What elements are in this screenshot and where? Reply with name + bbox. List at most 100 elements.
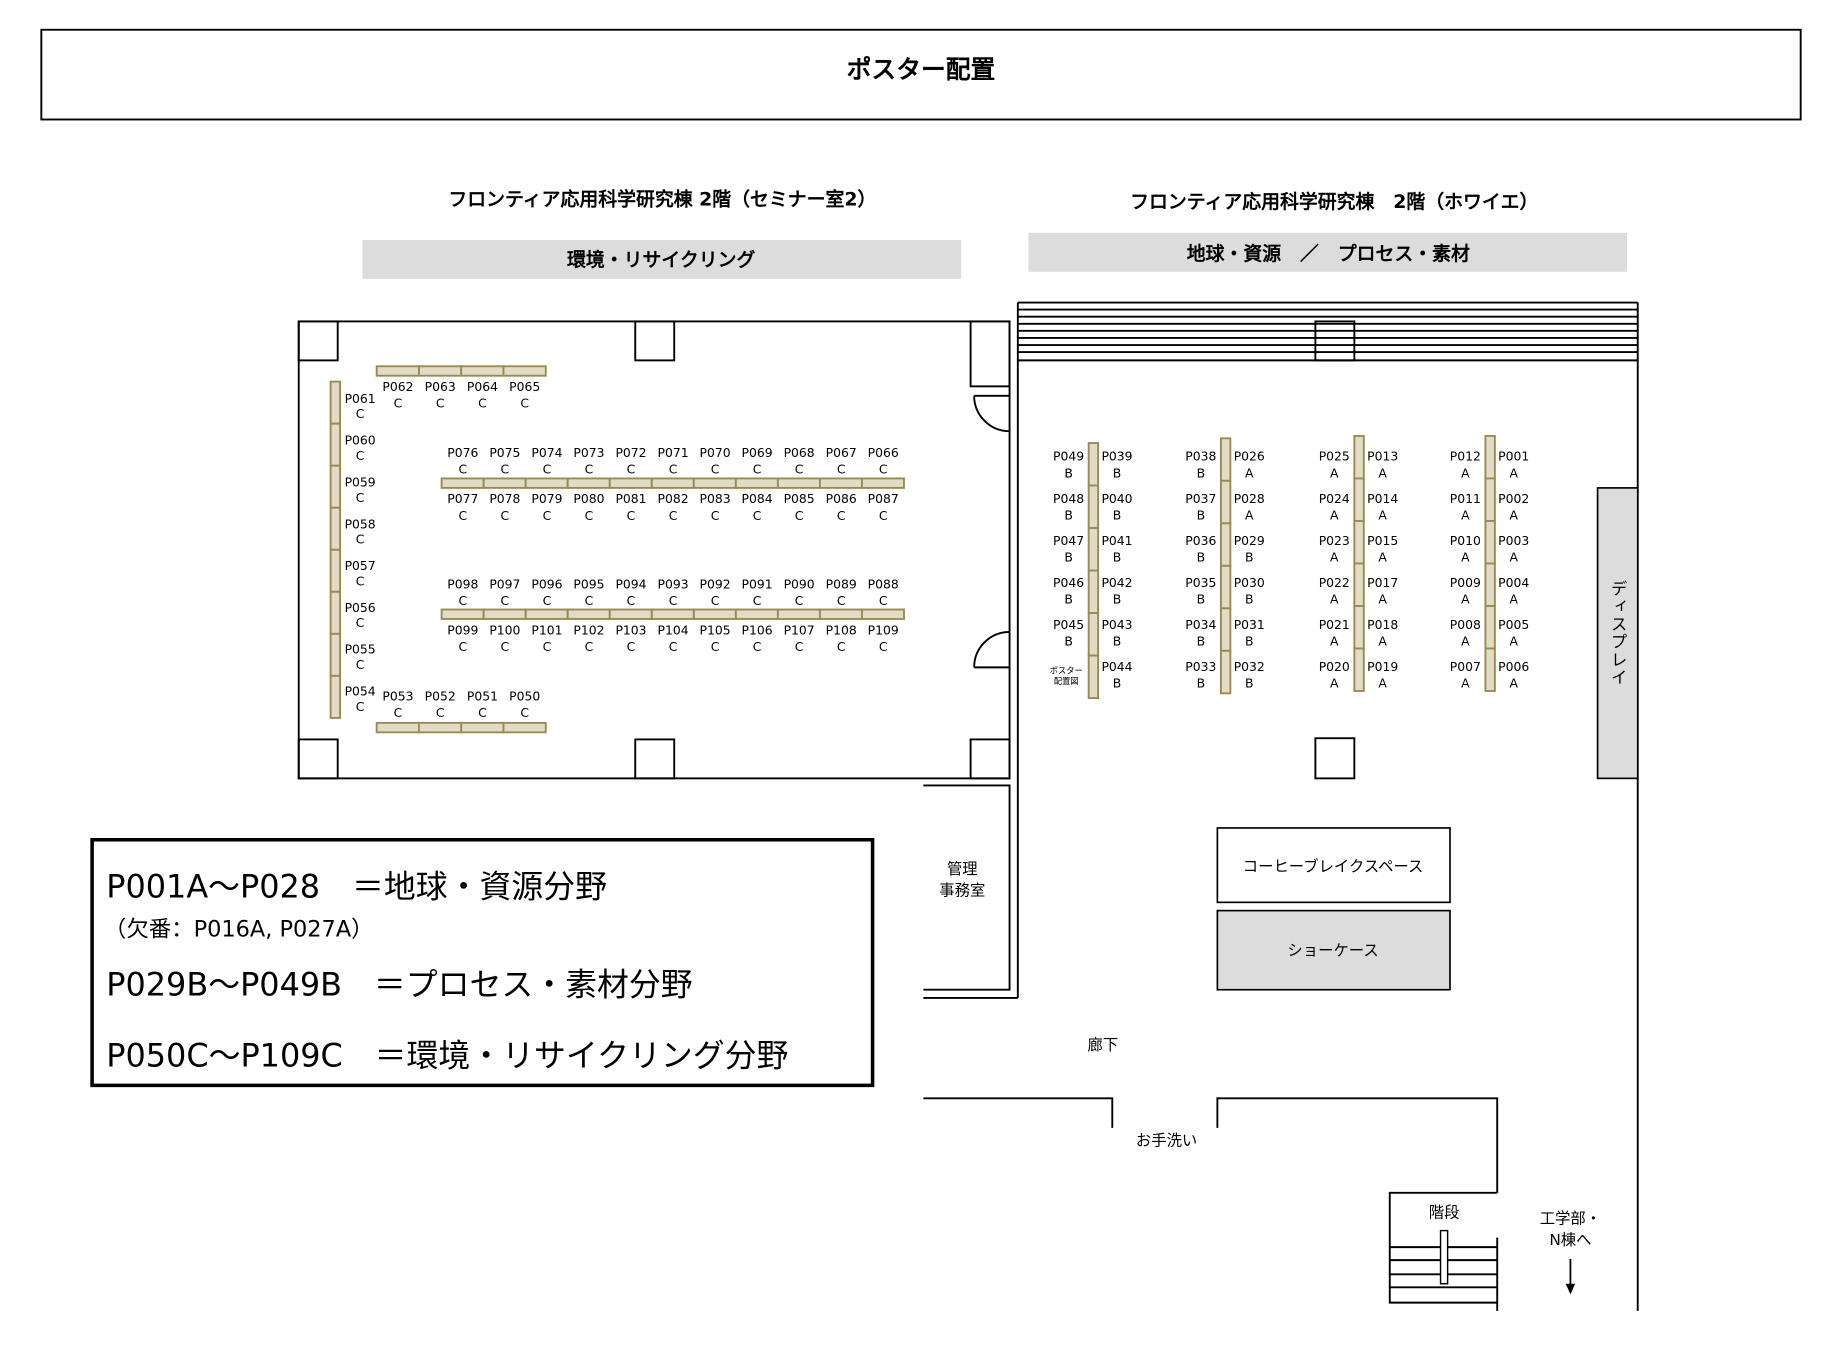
poster-category-letter: C — [356, 657, 365, 672]
seminar-category: 環境・リサイクリング — [567, 248, 755, 271]
poster-category-letter: B — [1113, 633, 1122, 648]
pillar — [634, 320, 676, 362]
poster-category-letter: C — [627, 639, 636, 654]
poster-category-letter: B — [1245, 549, 1254, 564]
poster-id: P060 — [345, 433, 376, 448]
poster-id: P064 — [467, 379, 498, 394]
poster-board — [1353, 434, 1365, 480]
poster-category-letter: A — [1510, 465, 1519, 480]
poster-board — [524, 477, 569, 489]
poster-id: P050 — [509, 688, 540, 703]
poster-category-letter: C — [543, 508, 552, 523]
poster-category-letter: B — [1245, 675, 1254, 690]
poster-board — [692, 608, 737, 620]
poster-board — [1087, 612, 1100, 657]
poster-category-letter: C — [436, 705, 445, 720]
poster-category-letter: A — [1461, 591, 1470, 606]
poster-category-letter: C — [795, 462, 804, 477]
poster-category-letter: C — [501, 462, 510, 477]
poster-id: P037 — [1185, 491, 1216, 506]
poster-id: P048 — [1053, 491, 1084, 506]
poster-id: P033 — [1185, 659, 1216, 674]
poster-category-letter: B — [1064, 591, 1073, 606]
poster-category-letter: C — [837, 462, 846, 477]
poster-id: P005 — [1498, 617, 1529, 632]
poster-board — [1484, 434, 1496, 480]
poster-category-letter: C — [837, 639, 846, 654]
poster-category-letter: C — [543, 639, 552, 654]
poster-id: P028 — [1234, 491, 1265, 506]
poster-category-letter: B — [1064, 549, 1073, 564]
foyer — [1016, 301, 1639, 1311]
poster-id: P081 — [615, 491, 646, 506]
poster-id: P103 — [615, 622, 646, 637]
poster-category-letter: C — [879, 593, 888, 608]
poster-board — [1484, 520, 1496, 565]
poster-id: P091 — [742, 576, 773, 591]
poster-category-letter: C — [478, 705, 487, 720]
poster-category-letter: C — [711, 508, 720, 523]
poster-id: P017 — [1367, 575, 1398, 590]
poster-board — [375, 365, 420, 377]
poster-board — [329, 380, 342, 425]
poster-board — [1219, 522, 1232, 567]
poster-id: P102 — [573, 622, 604, 637]
poster-id: P023 — [1319, 533, 1350, 548]
poster-board — [1087, 569, 1100, 615]
poster-id: P041 — [1101, 533, 1132, 548]
poster-category-letter: C — [669, 508, 678, 523]
poster-board — [1219, 479, 1232, 525]
poster-category-letter: C — [753, 462, 762, 477]
pillar — [969, 738, 1011, 780]
poster-id: P006 — [1498, 659, 1529, 674]
poster-id: P082 — [657, 491, 688, 506]
foyer-category-bar — [1028, 232, 1628, 272]
stairs: 階段 — [1388, 1191, 1499, 1311]
poster-board — [524, 608, 569, 620]
poster-category-letter: A — [1330, 549, 1339, 564]
poster-id: P030 — [1234, 575, 1265, 590]
poster-category-letter: C — [753, 593, 762, 608]
poster-category-letter: C — [459, 593, 468, 608]
poster-id: P072 — [615, 445, 646, 460]
poster-board — [861, 477, 905, 489]
poster-category-letter: C — [478, 396, 487, 411]
poster-board — [861, 608, 905, 620]
poster-id: P101 — [531, 622, 562, 637]
poster-id: P087 — [868, 491, 899, 506]
poster-map-label: 配置図 — [1054, 676, 1079, 686]
poster-id: P022 — [1319, 575, 1350, 590]
poster-category-letter: C — [837, 508, 846, 523]
poster-category-letter: A — [1461, 465, 1470, 480]
direction-to-building: 工学部・ N棟へ — [1540, 1210, 1601, 1295]
poster-category-letter: B — [1064, 507, 1073, 522]
poster-category-letter: A — [1330, 465, 1339, 480]
poster-board — [375, 721, 420, 734]
poster-board — [460, 721, 505, 734]
poster-category-letter: C — [837, 593, 846, 608]
poster-category-letter: A — [1378, 465, 1387, 480]
poster-category-letter: A — [1245, 465, 1254, 480]
poster-id: P100 — [489, 622, 520, 637]
poster-board — [1484, 605, 1496, 650]
poster-id: P092 — [700, 576, 731, 591]
poster-board — [329, 632, 342, 677]
poster-id: P045 — [1053, 617, 1084, 632]
arrow-head-icon — [1565, 1283, 1576, 1295]
poster-category-letter: C — [669, 593, 678, 608]
poster-id: P080 — [573, 491, 604, 506]
poster-board — [566, 608, 611, 620]
poster-category-letter: C — [627, 462, 636, 477]
poster-id: P078 — [489, 491, 520, 506]
poster-id: P018 — [1367, 617, 1398, 632]
poster-category-letter: C — [879, 639, 888, 654]
poster-id: P039 — [1101, 449, 1132, 464]
poster-id: P040 — [1101, 491, 1132, 506]
poster-category-letter: C — [459, 508, 468, 523]
poster-category-letter: B — [1245, 591, 1254, 606]
poster-map-label: ポスター — [1050, 665, 1083, 675]
display-label: ディスプレイ — [1608, 580, 1627, 687]
poster-board — [482, 608, 527, 620]
poster-category-letter: C — [356, 532, 365, 547]
poster-category-letter: A — [1330, 675, 1339, 690]
